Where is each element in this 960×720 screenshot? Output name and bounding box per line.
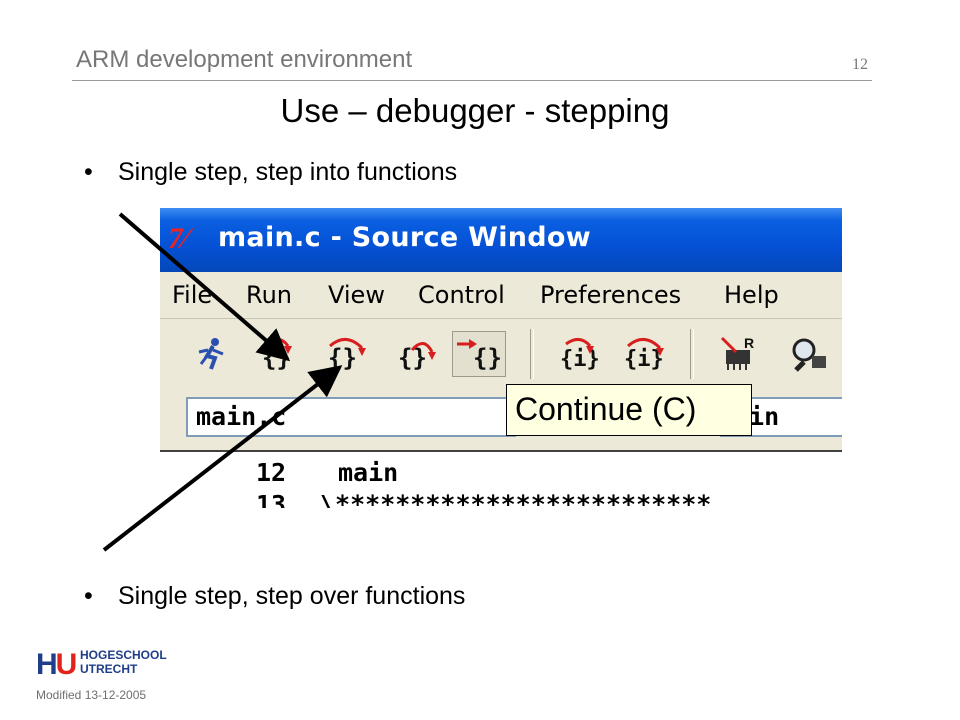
continue-tooltip: Continue (C): [506, 384, 752, 436]
run-button[interactable]: [188, 331, 236, 377]
svg-text:{}: {}: [473, 344, 502, 372]
logo-mark: HU: [36, 648, 78, 682]
toolbar-separator: [530, 329, 534, 379]
source-window-screenshot: 7⁄ main.c - Source Window File Run View …: [160, 208, 842, 508]
menu-control[interactable]: Control: [418, 281, 505, 309]
menu-preferences[interactable]: Preferences: [540, 281, 682, 309]
section-title: ARM development environment: [76, 46, 413, 73]
logo-line-1: HOGESCHOOL: [80, 648, 167, 662]
menu-view[interactable]: View: [328, 281, 385, 309]
source-pane: 12 main 13 \*************************: [160, 450, 842, 508]
bullet-step-into: • Single step, step into functions: [84, 158, 457, 187]
bullet-text: Single step, step into functions: [118, 158, 458, 186]
memory-button[interactable]: [784, 331, 832, 377]
registers-button[interactable]: R: [716, 331, 764, 377]
registers-icon: R: [720, 335, 754, 370]
finish-icon: {}: [398, 342, 436, 372]
school-logo: HU HOGESCHOOL UTRECHT: [36, 646, 167, 682]
modified-date: Modified 13-12-2005: [36, 688, 147, 702]
toolbar-separator: [690, 329, 694, 379]
next-icon: {}: [328, 338, 366, 372]
source-line-number: 12: [256, 458, 287, 487]
run-icon: [198, 338, 224, 370]
svg-text:{}: {}: [328, 344, 357, 372]
svg-text:{i}: {i}: [624, 347, 664, 372]
continue-button[interactable]: {}: [452, 331, 506, 377]
window-title: main.c - Source Window: [218, 222, 592, 253]
stepi-icon: {i}: [560, 338, 600, 372]
menu-help[interactable]: Help: [724, 281, 779, 309]
file-combobox[interactable]: main.c: [186, 397, 516, 437]
bullet-text: Single step, step over functions: [118, 582, 466, 610]
source-line-text: \*************************: [320, 490, 712, 508]
step-icon: {}: [262, 338, 292, 372]
header-divider: [72, 80, 872, 81]
source-line-number: 13: [256, 490, 287, 508]
bullet-step-over: • Single step, step over functions: [84, 582, 465, 611]
nexti-icon: {i}: [624, 338, 664, 372]
bullet-glyph: •: [84, 158, 93, 186]
logo-line-2: UTRECHT: [80, 662, 138, 676]
menubar: File Run View Control Preferences Help: [160, 272, 842, 319]
page-number: 12: [852, 56, 868, 73]
bullet-glyph: •: [84, 582, 93, 610]
continue-icon: {}: [457, 339, 502, 372]
logo-text: HOGESCHOOL UTRECHT: [80, 648, 167, 676]
next-button[interactable]: {}: [322, 331, 370, 377]
finish-button[interactable]: {}: [392, 331, 440, 377]
toolbar: {} {} {} {}: [160, 319, 842, 387]
menu-run[interactable]: Run: [246, 281, 293, 309]
logo-mark-h: H: [36, 648, 58, 681]
nexti-button[interactable]: {i}: [620, 331, 668, 377]
menu-file[interactable]: File: [172, 281, 213, 309]
logo-mark-u: U: [55, 648, 78, 681]
source-line-text: main: [338, 458, 399, 487]
window-titlebar: 7⁄ main.c - Source Window: [160, 208, 842, 272]
slide-title: Use – debugger - stepping: [280, 92, 670, 129]
step-button[interactable]: {}: [256, 331, 304, 377]
magnify-icon: [792, 338, 826, 372]
stepi-button[interactable]: {i}: [556, 331, 604, 377]
svg-text:R: R: [744, 335, 754, 351]
app-logo: 7⁄: [168, 222, 189, 255]
svg-text:{i}: {i}: [560, 347, 600, 372]
